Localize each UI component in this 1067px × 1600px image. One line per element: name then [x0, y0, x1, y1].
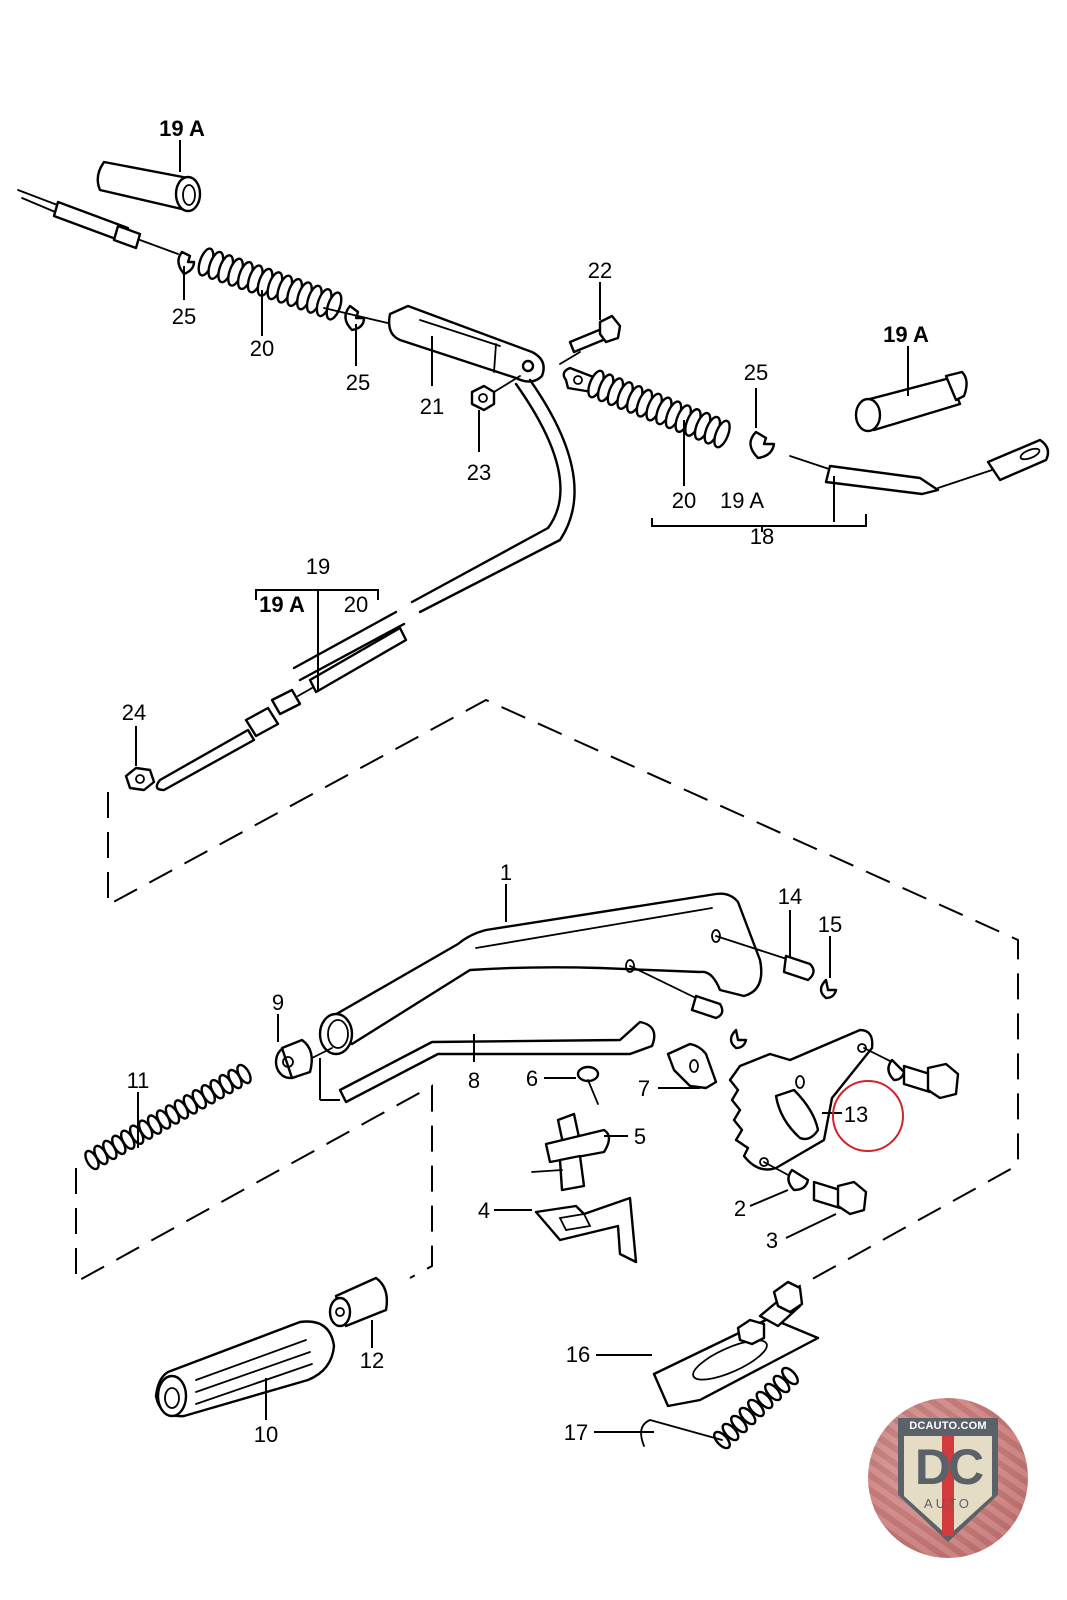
bellows-20-b — [587, 369, 731, 449]
label-11[interactable]: 11 — [127, 1068, 150, 1093]
clip-25-b — [344, 304, 366, 332]
cable-19-threaded-end — [155, 626, 408, 792]
spring-hook — [640, 1419, 723, 1447]
label-22[interactable]: 22 — [588, 258, 612, 283]
lever-1 — [318, 892, 763, 1056]
grip-10 — [154, 1320, 336, 1418]
clip-25-c — [749, 430, 776, 460]
spring-coil — [747, 1398, 765, 1418]
spring-coil — [730, 1414, 748, 1434]
logo-mark: DC — [914, 1439, 984, 1495]
bellows-20-a — [197, 247, 343, 321]
handle-group-outline — [75, 1084, 433, 1284]
yoke-21 — [387, 304, 545, 383]
spring-coil — [721, 1422, 740, 1442]
spring-coil — [738, 1406, 757, 1426]
cable-right-end — [789, 438, 1050, 496]
label-1[interactable]: 1 — [500, 860, 512, 885]
label-19[interactable]: 19 — [306, 554, 330, 579]
label-13[interactable]: 13 — [844, 1102, 868, 1127]
label-8[interactable]: 8 — [468, 1068, 480, 1093]
highlight-circle-13 — [832, 1080, 904, 1152]
clip-25-a — [177, 250, 196, 276]
bellows-coil — [325, 291, 343, 321]
label-2[interactable]: 2 — [734, 1196, 746, 1221]
logo-accent-bar — [942, 1436, 954, 1536]
callout-labels: 19 A 25 20 25 21 22 23 19 A 25 20 19 A 1… — [122, 116, 929, 1447]
label-15[interactable]: 15 — [818, 912, 842, 937]
switch-5 — [531, 1112, 611, 1192]
bolt-3 — [812, 1180, 868, 1216]
label-7[interactable]: 7 — [638, 1076, 650, 1101]
cable-left-assembly — [17, 189, 179, 255]
plate-16 — [652, 1280, 820, 1408]
label-19a-sub19[interactable]: 19 A — [259, 592, 305, 617]
label-3[interactable]: 3 — [766, 1228, 778, 1253]
sleeve-19a-right — [854, 370, 968, 433]
spring-17 — [640, 1366, 799, 1450]
label-5[interactable]: 5 — [634, 1124, 646, 1149]
label-4[interactable]: 4 — [478, 1198, 490, 1223]
screw-6 — [576, 1065, 600, 1105]
label-25-c[interactable]: 25 — [744, 360, 768, 385]
label-14[interactable]: 14 — [778, 884, 802, 909]
dcauto-logo: DCAUTO.COM DC AUTO — [868, 1398, 1028, 1558]
spring-coil — [755, 1390, 774, 1410]
logo-site-text: DCAUTO.COM — [909, 1420, 987, 1432]
bracket-4 — [534, 1196, 638, 1264]
label-20-a[interactable]: 20 — [250, 336, 274, 361]
group-outline — [107, 698, 1019, 1299]
label-23[interactable]: 23 — [467, 460, 491, 485]
label-19a-top[interactable]: 19 A — [159, 116, 205, 141]
pin-14-a — [715, 935, 815, 982]
circlip-15 — [729, 978, 838, 1050]
spring-11 — [84, 1063, 252, 1171]
bellows-coil — [713, 419, 731, 449]
label-12[interactable]: 12 — [360, 1348, 384, 1373]
nut-24 — [124, 766, 156, 792]
label-20-b[interactable]: 20 — [672, 488, 696, 513]
pin-14-b — [629, 965, 724, 1020]
bushing-9 — [274, 1038, 333, 1080]
label-16[interactable]: 16 — [566, 1342, 590, 1367]
label-24[interactable]: 24 — [122, 700, 146, 725]
label-17[interactable]: 17 — [564, 1420, 588, 1445]
bolt-22 — [559, 314, 622, 365]
label-10[interactable]: 10 — [254, 1422, 278, 1447]
label-25-a[interactable]: 25 — [172, 304, 196, 329]
label-9[interactable]: 9 — [272, 990, 284, 1015]
label-19a-right[interactable]: 19 A — [883, 322, 929, 347]
spring-coil — [772, 1374, 791, 1394]
button-12 — [328, 1276, 389, 1328]
cable-center — [292, 378, 576, 682]
spring-coil — [236, 1063, 252, 1085]
label-6[interactable]: 6 — [526, 1066, 538, 1091]
bolt-3-upper — [863, 1047, 960, 1100]
sleeve-19a-top — [96, 160, 202, 213]
pawl-rod-8 — [319, 1020, 656, 1104]
label-20-sub19[interactable]: 20 — [344, 592, 368, 617]
spring-coil — [781, 1366, 799, 1386]
label-21[interactable]: 21 — [420, 394, 444, 419]
label-25-b[interactable]: 25 — [346, 370, 370, 395]
washer-2 — [763, 1161, 810, 1192]
spring-coil — [764, 1382, 782, 1402]
logo-word: AUTO — [924, 1496, 972, 1511]
label-19a-sub18[interactable]: 19 A — [720, 488, 764, 513]
label-18[interactable]: 18 — [750, 524, 774, 549]
nut-23 — [470, 375, 521, 412]
lead-lines — [135, 140, 909, 1433]
ratchet-segment-13 — [728, 1028, 874, 1171]
pawl-7 — [666, 1042, 718, 1090]
